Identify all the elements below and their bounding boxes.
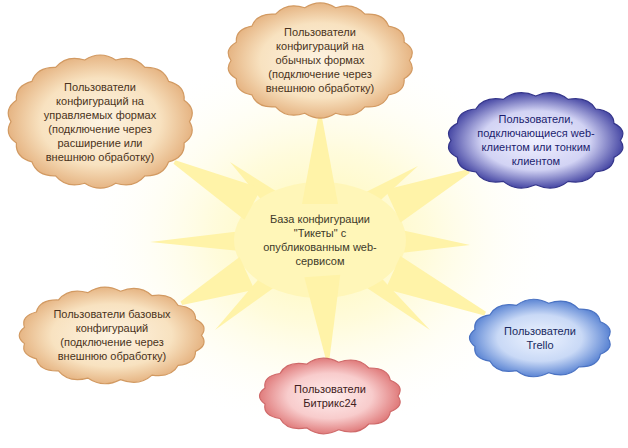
cloud-node: Пользователи, подключающиеся web-клиенто… <box>451 96 620 185</box>
text-block: Пользователи конфигураций на управляемых… <box>38 80 163 164</box>
cloud-shape <box>11 59 190 184</box>
text-block: Пользователи, подключающиеся web-клиенто… <box>477 112 595 168</box>
text-block: Пользователи конфигураций на обычных фор… <box>258 25 383 95</box>
text-block: База конфигурации "Тикеты" с опубликован… <box>255 212 385 268</box>
ray-connector <box>302 118 338 205</box>
hub-node: База конфигурации "Тикеты" с опубликован… <box>247 204 393 276</box>
ray-connector <box>173 160 261 220</box>
node-text: Пользователи Битрикс24 <box>290 382 370 410</box>
cloud-shape <box>451 96 620 185</box>
cloud-node: Пользователи конфигураций на обычных фор… <box>231 7 410 114</box>
node-text: Пользователи базовых конфигураций (подкл… <box>50 307 175 363</box>
cloud-node: Пользователи Битрикс24 <box>263 362 398 430</box>
node-text: Пользователи, подключающиеся web-клиенто… <box>477 112 595 168</box>
cloud-node: Пользователи конфигураций на управляемых… <box>11 59 190 184</box>
cloud-shape <box>23 291 202 380</box>
text-block: Пользователи Битрикс24 <box>290 382 370 410</box>
cloud-shape <box>473 303 608 373</box>
cloud-node: Пользователи базовых конфигураций (подкл… <box>23 291 202 380</box>
node-text: Пользователи Trello <box>500 324 580 352</box>
node-text: Пользователи конфигураций на обычных фор… <box>258 25 383 95</box>
ray-connector <box>181 257 255 305</box>
cloud-node: Пользователи Trello <box>473 303 608 373</box>
node-text: База конфигурации "Тикеты" с опубликован… <box>255 212 385 268</box>
text-block: Пользователи базовых конфигураций (подкл… <box>50 307 175 363</box>
ray-connector <box>386 256 486 315</box>
cloud-shape <box>263 362 398 430</box>
node-text: Пользователи конфигураций на управляемых… <box>38 80 163 164</box>
text-block: Пользователи Trello <box>500 324 580 352</box>
ray-connector <box>304 275 340 358</box>
ray-connector <box>385 169 469 222</box>
